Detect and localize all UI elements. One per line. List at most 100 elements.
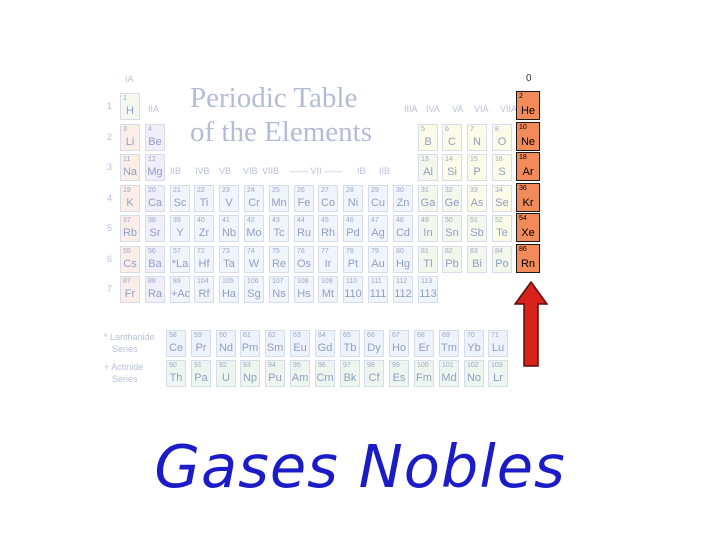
atomic-number: 29 — [371, 187, 379, 194]
atomic-number: 63 — [293, 332, 301, 339]
atomic-number: 36 — [519, 185, 527, 192]
element-symbol: B — [424, 136, 432, 148]
element-symbol: Am — [291, 372, 309, 384]
atomic-number: 27 — [321, 187, 329, 194]
element-cell: 57*La — [170, 246, 190, 273]
element-symbol: Au — [371, 258, 385, 270]
element-symbol: As — [470, 197, 484, 209]
element-symbol: Xe — [521, 227, 535, 239]
element-symbol: Nb — [221, 227, 237, 239]
element-symbol: O — [497, 136, 507, 148]
atomic-number: 58 — [169, 332, 177, 339]
atomic-number: 78 — [346, 248, 354, 255]
atomic-number: 111 — [371, 278, 382, 285]
atomic-number: 64 — [318, 332, 326, 339]
element-symbol: 111 — [369, 288, 387, 300]
atomic-number: 52 — [495, 217, 503, 224]
atomic-number: 84 — [495, 248, 503, 255]
period-label: 3 — [107, 162, 113, 172]
atomic-number: 92 — [219, 362, 227, 369]
element-symbol: Te — [496, 227, 508, 239]
element-symbol: Nd — [218, 342, 234, 354]
period-label: 6 — [107, 254, 113, 264]
element-symbol: Re — [271, 258, 287, 270]
atomic-number: 11 — [123, 156, 131, 163]
atomic-number: 67 — [392, 332, 400, 339]
atomic-number: 22 — [197, 187, 205, 194]
element-symbol: W — [248, 258, 260, 270]
atomic-number: 88 — [148, 278, 156, 285]
group-label: VIB — [243, 166, 258, 176]
element-symbol: Ru — [296, 227, 312, 239]
atomic-number: 24 — [247, 187, 255, 194]
atomic-number: 113 — [421, 278, 433, 285]
title-line-1: Periodic Table — [190, 82, 358, 114]
group-label: —— VII —— — [290, 166, 343, 176]
element-symbol: 113 — [419, 288, 437, 300]
element-symbol: Zn — [396, 197, 410, 209]
element-symbol: Hf — [198, 258, 210, 270]
element-symbol: Ce — [168, 342, 184, 354]
atomic-number: 44 — [297, 217, 305, 224]
atomic-number: 56 — [148, 248, 156, 255]
period-label: 5 — [107, 223, 113, 233]
element-symbol: Ir — [324, 258, 332, 270]
atomic-number: 87 — [123, 278, 131, 285]
element-symbol: Ra — [147, 288, 163, 300]
element-symbol: Eu — [293, 342, 307, 354]
element-symbol: Sb — [470, 227, 484, 239]
atomic-number: 112 — [396, 278, 408, 285]
atomic-number: 49 — [421, 217, 429, 224]
element-symbol: In — [423, 227, 433, 239]
atomic-number: 23 — [222, 187, 230, 194]
atomic-number: 47 — [371, 217, 379, 224]
element-symbol: Tc — [273, 227, 285, 239]
group-label: VB — [219, 166, 232, 176]
element-symbol: Os — [296, 258, 312, 270]
atomic-number: 38 — [148, 217, 156, 224]
element-symbol: Ar — [522, 166, 534, 178]
element-symbol: Ha — [221, 288, 237, 300]
atomic-number: 93 — [243, 362, 251, 369]
group-label: IIB — [170, 166, 182, 176]
element-symbol: Na — [122, 166, 138, 178]
atomic-number: 34 — [495, 187, 503, 194]
atomic-number: 10 — [519, 124, 527, 131]
element-symbol: Tm — [441, 342, 457, 354]
element-symbol: Sm — [266, 342, 284, 354]
atomic-number: 30 — [396, 187, 404, 194]
element-symbol: Tb — [343, 342, 357, 354]
atomic-number: 3 — [123, 126, 127, 133]
atomic-number: 71 — [491, 332, 499, 339]
title-line-2: of the Elements — [190, 116, 373, 148]
atomic-number: 8 — [495, 126, 499, 133]
atomic-number: 13 — [421, 156, 429, 163]
atomic-number: 26 — [297, 187, 305, 194]
element-symbol: Fm — [416, 372, 432, 384]
atomic-number: 54 — [519, 215, 527, 222]
element-symbol: Ba — [148, 258, 162, 270]
atomic-number: 33 — [470, 187, 478, 194]
